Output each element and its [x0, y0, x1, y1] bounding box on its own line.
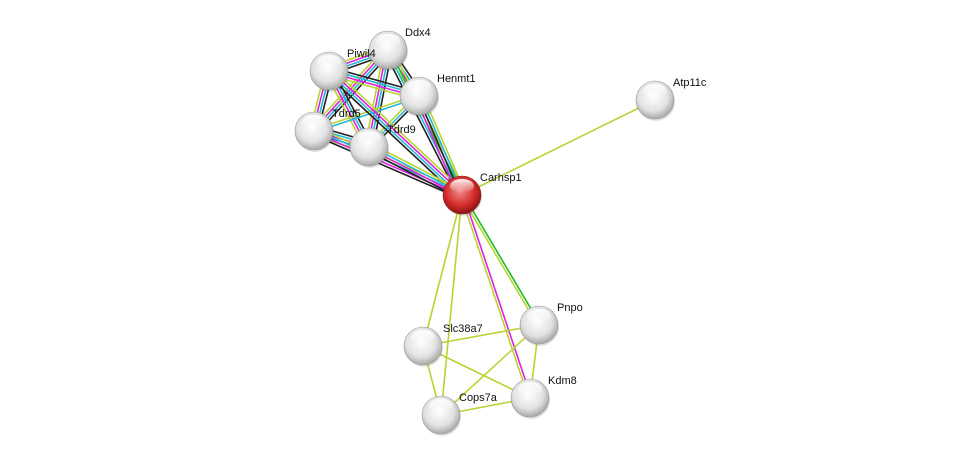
- edge-line-neighborhood: [462, 193, 541, 325]
- node-highlight: [317, 55, 341, 69]
- edge-carhsp1-pnpo[interactable]: [460, 193, 541, 327]
- node-highlight: [357, 131, 381, 145]
- node-carhsp1[interactable]: Carhsp1: [442, 172, 522, 216]
- node-label: Kdm8: [548, 375, 577, 387]
- edge-carhsp1-ddx4[interactable]: [383, 47, 467, 198]
- edge-line-textmining: [440, 324, 540, 416]
- node-highlight: [411, 330, 435, 344]
- node-label: Tdrd9: [387, 124, 416, 136]
- edge-cops7a-pnpo[interactable]: [440, 324, 540, 416]
- edge-slc38a7-kdm8[interactable]: [422, 345, 531, 399]
- node-label: Atp11c: [673, 77, 707, 89]
- node-tdrd5[interactable]: Tdrd5: [294, 108, 361, 152]
- node-highlight: [376, 34, 400, 48]
- node-tdrd9[interactable]: Tdrd9: [349, 124, 416, 168]
- node-label: Tdrd5: [332, 108, 361, 120]
- node-highlight: [527, 309, 551, 323]
- node-label: Henmt1: [437, 73, 476, 85]
- edge-line-textmining: [460, 195, 530, 399]
- node-label: Ddx4: [405, 27, 431, 39]
- node-highlight: [302, 115, 326, 129]
- edge-line-coexpression: [383, 51, 460, 198]
- edges-layer: [309, 45, 656, 416]
- edge-line-textmining: [460, 195, 539, 327]
- edge-carhsp1-cops7a[interactable]: [440, 194, 463, 416]
- edge-line-textmining: [440, 194, 463, 416]
- edge-line-coexpression: [312, 133, 461, 200]
- edge-line-experiments: [462, 194, 532, 398]
- node-cops7a[interactable]: Cops7a: [421, 392, 498, 436]
- edge-line-textmining: [422, 345, 531, 399]
- node-label: Pnpo: [557, 302, 583, 314]
- node-label: Carhsp1: [480, 172, 522, 184]
- edge-line-textmining: [331, 67, 466, 193]
- node-kdm8[interactable]: Kdm8: [510, 375, 577, 419]
- node-highlight: [450, 179, 474, 193]
- node-highlight: [643, 84, 667, 98]
- node-highlight: [518, 382, 542, 396]
- edge-line-experiments: [329, 69, 464, 195]
- edge-carhsp1-slc38a7[interactable]: [422, 194, 463, 347]
- edge-carhsp1-kdm8[interactable]: [460, 194, 532, 399]
- node-label: Piwil4: [347, 48, 376, 60]
- edge-slc38a7-pnpo[interactable]: [422, 324, 540, 347]
- edge-line-textmining: [422, 324, 540, 347]
- node-label: Cops7a: [459, 392, 498, 404]
- node-highlight: [407, 80, 431, 94]
- edge-carhsp1-atp11c[interactable]: [461, 99, 656, 196]
- node-henmt1[interactable]: Henmt1: [399, 73, 476, 117]
- node-pnpo[interactable]: Pnpo: [519, 302, 583, 346]
- edge-line-textmining: [422, 194, 463, 347]
- node-slc38a7[interactable]: Slc38a7: [403, 323, 483, 367]
- node-label: Slc38a7: [443, 323, 483, 335]
- node-piwil4[interactable]: Piwil4: [309, 48, 376, 92]
- edge-line-database: [327, 71, 462, 197]
- node-highlight: [429, 399, 453, 413]
- edge-line-textmining: [461, 99, 656, 196]
- edge-line-database: [386, 50, 462, 196]
- node-atp11c[interactable]: Atp11c: [635, 77, 707, 121]
- node-ddx4[interactable]: Ddx4: [368, 27, 431, 71]
